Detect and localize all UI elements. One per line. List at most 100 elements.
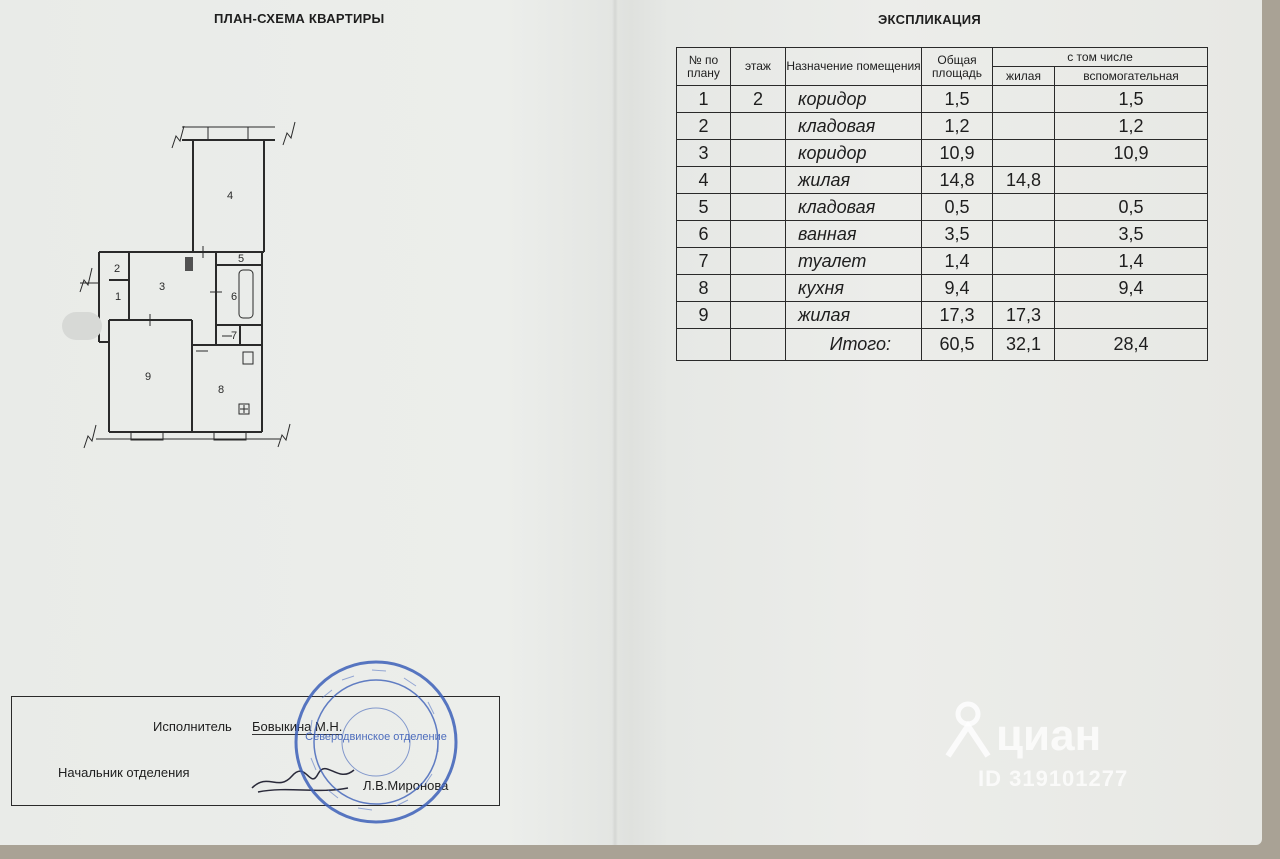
table-total-row: Итого: 60,5 32,1 28,4 bbox=[676, 328, 1208, 361]
plan-title: ПЛАН-СХЕМА КВАРТИРЫ bbox=[214, 11, 385, 26]
table-row: 1 2 коридор 1,5 1,5 bbox=[676, 85, 1208, 113]
row-name: кухня bbox=[785, 274, 922, 302]
row-floor bbox=[730, 112, 786, 140]
total-area: 60,5 bbox=[921, 328, 993, 361]
row-aux: 10,9 bbox=[1054, 139, 1208, 167]
row-aux bbox=[1054, 166, 1208, 194]
total-empty-cell bbox=[730, 328, 786, 361]
header-purpose: Назначение помещения bbox=[785, 47, 922, 86]
table-row: 5 кладовая 0,5 0,5 bbox=[676, 193, 1208, 221]
row-name: коридор bbox=[785, 139, 922, 167]
row-floor bbox=[730, 274, 786, 302]
table-row: 9 жилая 17,3 17,3 bbox=[676, 301, 1208, 329]
header-living: жилая bbox=[992, 66, 1055, 86]
table-row: 4 жилая 14,8 14,8 bbox=[676, 166, 1208, 194]
row-total: 17,3 bbox=[921, 301, 993, 329]
total-label: Итого: bbox=[785, 328, 922, 361]
table-row: 6 ванная 3,5 3,5 bbox=[676, 220, 1208, 248]
row-aux: 9,4 bbox=[1054, 274, 1208, 302]
row-floor bbox=[730, 166, 786, 194]
executor-label: Исполнитель bbox=[153, 719, 232, 734]
room-number-9: 9 bbox=[145, 371, 151, 383]
row-total: 9,4 bbox=[921, 274, 993, 302]
row-num: 3 bbox=[676, 139, 731, 167]
row-name: кладовая bbox=[785, 112, 922, 140]
explication-table: № по плану этаж Назначение помещения Общ… bbox=[676, 47, 1208, 361]
row-num: 6 bbox=[676, 220, 731, 248]
total-aux: 28,4 bbox=[1054, 328, 1208, 361]
watermark-brand: циан bbox=[996, 711, 1102, 760]
row-living bbox=[992, 193, 1055, 221]
floor-plan: 1 2 3 4 5 6 7 8 9 bbox=[79, 121, 296, 449]
header-including: с том числе bbox=[992, 47, 1208, 67]
row-living: 17,3 bbox=[992, 301, 1055, 329]
total-empty-cell bbox=[676, 328, 731, 361]
row-aux: 0,5 bbox=[1054, 193, 1208, 221]
row-aux: 1,5 bbox=[1054, 85, 1208, 113]
row-floor bbox=[730, 139, 786, 167]
row-aux: 1,4 bbox=[1054, 247, 1208, 275]
row-total: 1,2 bbox=[921, 112, 993, 140]
row-num: 7 bbox=[676, 247, 731, 275]
header-num: № по плану bbox=[676, 47, 731, 86]
explication-title: ЭКСПЛИКАЦИЯ bbox=[878, 12, 982, 27]
row-living bbox=[992, 220, 1055, 248]
row-num: 8 bbox=[676, 274, 731, 302]
row-living bbox=[992, 274, 1055, 302]
row-floor: 2 bbox=[730, 85, 786, 113]
head-label: Начальник отделения bbox=[58, 765, 190, 780]
row-aux: 3,5 bbox=[1054, 220, 1208, 248]
row-aux: 1,2 bbox=[1054, 112, 1208, 140]
paper-fold bbox=[612, 0, 618, 845]
room-number-2: 2 bbox=[114, 263, 120, 275]
signature-scribble bbox=[251, 767, 355, 793]
table-row: 7 туалет 1,4 1,4 bbox=[676, 247, 1208, 275]
row-num: 1 bbox=[676, 85, 731, 113]
room-numbers: 1 2 3 4 5 6 7 8 9 bbox=[114, 190, 244, 396]
row-num: 9 bbox=[676, 301, 731, 329]
row-total: 10,9 bbox=[921, 139, 993, 167]
row-total: 0,5 bbox=[921, 193, 993, 221]
signature-box bbox=[11, 696, 500, 806]
row-floor bbox=[730, 220, 786, 248]
room-number-6: 6 bbox=[231, 291, 237, 303]
row-living bbox=[992, 85, 1055, 113]
watermark-id: ID 319101277 bbox=[978, 766, 1129, 791]
room-number-7: 7 bbox=[231, 330, 237, 342]
row-living bbox=[992, 247, 1055, 275]
row-name: туалет bbox=[785, 247, 922, 275]
row-floor bbox=[730, 301, 786, 329]
row-floor bbox=[730, 247, 786, 275]
room-number-1: 1 bbox=[115, 291, 121, 303]
row-living bbox=[992, 139, 1055, 167]
row-total: 3,5 bbox=[921, 220, 993, 248]
header-total-area: Общая площадь bbox=[921, 47, 993, 86]
row-num: 5 bbox=[676, 193, 731, 221]
row-living: 14,8 bbox=[992, 166, 1055, 194]
row-floor bbox=[730, 193, 786, 221]
cian-logo-icon bbox=[945, 701, 991, 758]
table-row: 3 коридор 10,9 10,9 bbox=[676, 139, 1208, 167]
total-living: 32,1 bbox=[992, 328, 1055, 361]
document-sheet: ПЛАН-СХЕМА КВАРТИРЫ ЭКСПЛИКАЦИЯ bbox=[0, 0, 1262, 845]
row-name: жилая bbox=[785, 301, 922, 329]
row-total: 1,4 bbox=[921, 247, 993, 275]
stamp-text: Северодвинское отделение bbox=[305, 731, 447, 743]
row-total: 1,5 bbox=[921, 85, 993, 113]
row-total: 14,8 bbox=[921, 166, 993, 194]
header-floor: этаж bbox=[730, 47, 786, 86]
row-name: ванная bbox=[785, 220, 922, 248]
plan-marker-icon bbox=[62, 312, 102, 340]
header-auxiliary: вспомогательная bbox=[1054, 66, 1208, 86]
official-stamp: Северодвинское отделение bbox=[294, 660, 458, 824]
row-aux bbox=[1054, 301, 1208, 329]
row-name: коридор bbox=[785, 85, 922, 113]
room-number-5: 5 bbox=[238, 253, 244, 265]
row-num: 4 bbox=[676, 166, 731, 194]
room-number-4: 4 bbox=[227, 190, 233, 202]
table-row: 8 кухня 9,4 9,4 bbox=[676, 274, 1208, 302]
table-row: 2 кладовая 1,2 1,2 bbox=[676, 112, 1208, 140]
row-name: кладовая bbox=[785, 193, 922, 221]
row-num: 2 bbox=[676, 112, 731, 140]
row-name: жилая bbox=[785, 166, 922, 194]
